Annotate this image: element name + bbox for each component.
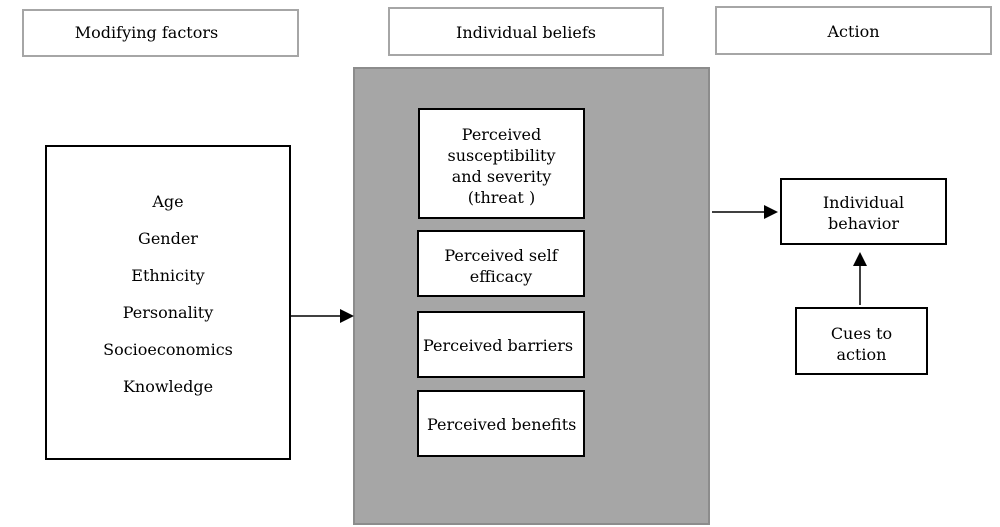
cues-to-action-box: Cues to action (795, 307, 928, 375)
factor-socioeconomics: Socioeconomics (103, 340, 233, 359)
perceived-self-efficacy-line-2: efficacy (469, 267, 533, 286)
perceived-threat-line-3: and severity (451, 167, 552, 186)
perceived-barriers-box: Perceived barriers (417, 311, 585, 378)
cues-to-action-line-2: action (836, 345, 887, 364)
cues-to-action-line-1: Cues to (830, 324, 893, 343)
perceived-self-efficacy-line-1: Perceived self (444, 246, 558, 265)
header-modifying-factors-label: Modifying factors (74, 23, 219, 42)
perceived-benefits-box: Perceived benefits (417, 390, 585, 457)
header-modifying-factors: Modifying factors (22, 9, 299, 57)
header-individual-beliefs: Individual beliefs (388, 7, 664, 56)
perceived-threat-box: Perceived susceptibility and severity (t… (418, 108, 585, 219)
arrow-cues-to-behavior (853, 252, 867, 305)
header-action-label: Action (827, 22, 880, 41)
header-action: Action (715, 6, 992, 55)
arrow-modifying-to-beliefs (291, 309, 354, 323)
individual-behavior-box: Individual behavior (780, 178, 947, 245)
perceived-benefits-label: Perceived benefits (427, 415, 577, 434)
factor-age: Age (152, 192, 184, 211)
factor-ethnicity: Ethnicity (131, 266, 205, 285)
individual-behavior-line-2: behavior (828, 214, 899, 233)
perceived-threat-line-2: susceptibility (447, 146, 556, 165)
perceived-self-efficacy-box: Perceived self efficacy (417, 230, 585, 297)
factor-knowledge: Knowledge (122, 377, 214, 396)
perceived-threat-line-1: Perceived (461, 125, 542, 144)
perceived-threat-line-4: (threat ) (467, 188, 536, 207)
arrow-beliefs-to-behavior (712, 205, 778, 219)
perceived-barriers-label: Perceived barriers (423, 336, 574, 355)
factor-personality: Personality (122, 303, 214, 322)
factor-gender: Gender (138, 229, 198, 248)
header-individual-beliefs-label: Individual beliefs (456, 23, 596, 42)
modifying-factors-box: Age Gender Ethnicity Personality Socioec… (45, 145, 291, 460)
individual-behavior-line-1: Individual (822, 193, 905, 212)
